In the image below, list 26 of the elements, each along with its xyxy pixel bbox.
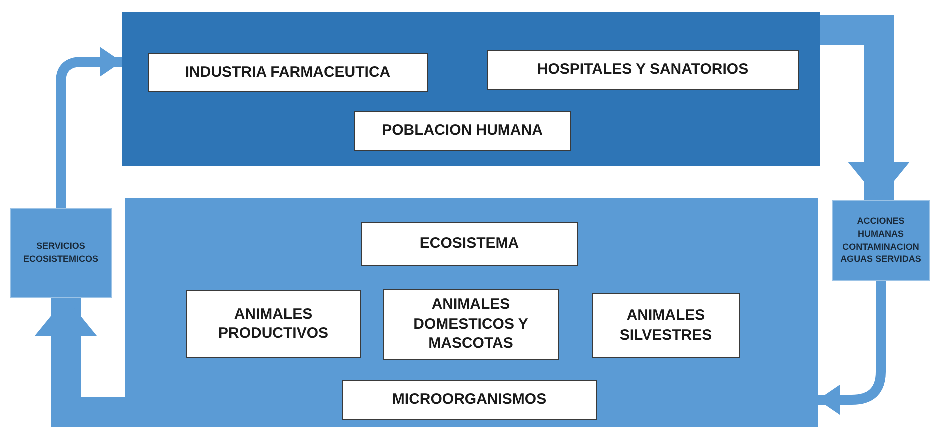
node-label: MICROORGANISMOS bbox=[392, 390, 547, 410]
entity-box bbox=[361, 222, 578, 266]
entity-box bbox=[354, 111, 571, 151]
entity-box bbox=[342, 380, 597, 420]
group-panel bbox=[122, 12, 820, 166]
entity-box bbox=[383, 289, 559, 360]
process-box bbox=[10, 208, 112, 298]
node-label: HOSPITALES Y SANATORIOS bbox=[537, 60, 749, 80]
node-label: ACCIONES HUMANAS CONTAMINACION AGUAS SERVIDAS bbox=[840, 215, 922, 266]
node-label: ANIMALES SILVESTRES bbox=[618, 306, 714, 345]
node-label: ANIMALES DOMESTICOS Y MASCOTAS bbox=[412, 295, 530, 354]
node-label: ECOSISTEMA bbox=[420, 234, 520, 254]
block-arrow bbox=[820, 15, 910, 200]
curved-arrow bbox=[818, 281, 886, 415]
entity-box bbox=[148, 53, 428, 92]
node-label: ANIMALES PRODUCTIVOS bbox=[217, 304, 330, 344]
group-panel bbox=[125, 198, 818, 427]
process-box bbox=[832, 200, 930, 281]
block-arrow bbox=[35, 298, 125, 427]
entity-box bbox=[592, 293, 740, 358]
node-label: POBLACION HUMANA bbox=[382, 121, 543, 141]
curved-arrow bbox=[56, 47, 122, 208]
node-label: INDUSTRIA FARMACEUTICA bbox=[185, 62, 391, 82]
node-label: SERVICIOS ECOSISTEMICOS bbox=[22, 240, 100, 266]
entity-box bbox=[487, 50, 799, 90]
entity-box bbox=[186, 290, 361, 358]
